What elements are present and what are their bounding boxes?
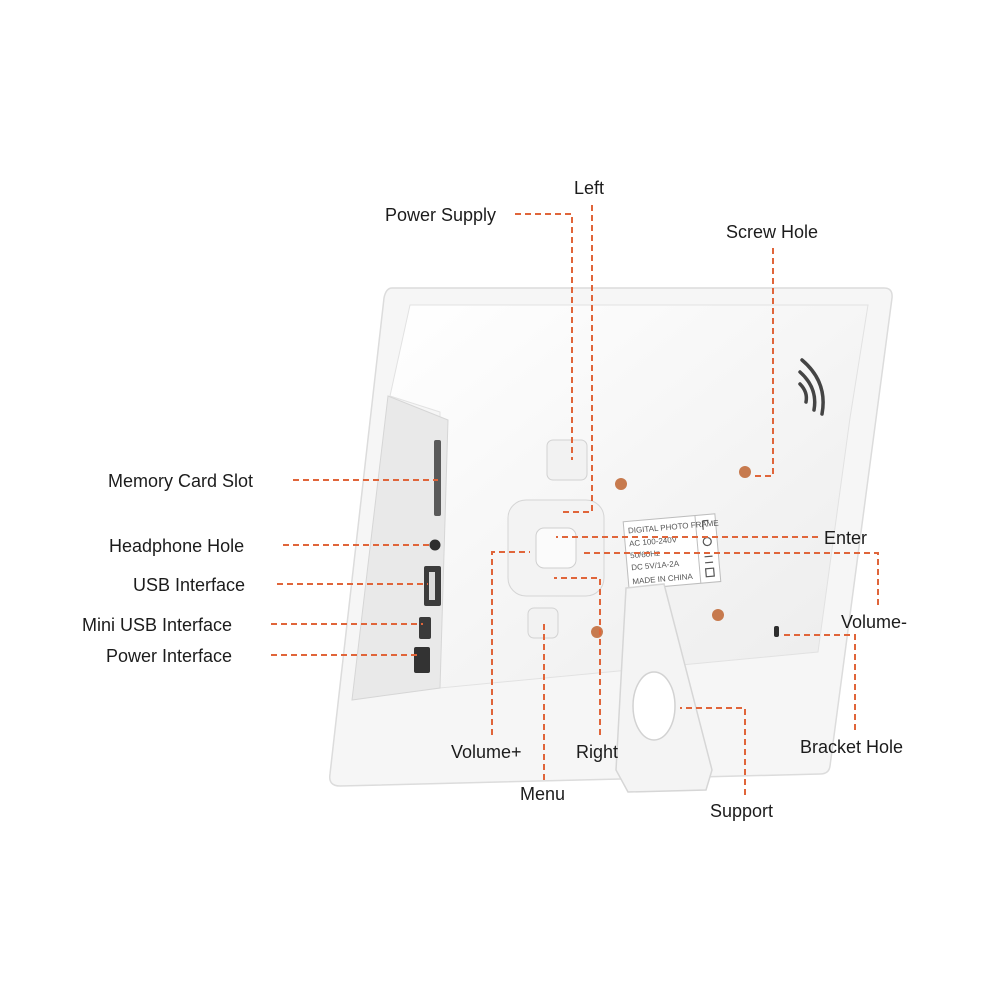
label-mini-usb-interface: Mini USB Interface xyxy=(82,615,233,635)
leader-screw-hole xyxy=(752,248,774,477)
leader-power-supply xyxy=(515,213,573,460)
leader-left xyxy=(560,205,593,513)
speaker-icon xyxy=(798,358,825,416)
leader-bracket-hole xyxy=(782,634,856,730)
headphone-hole[interactable] xyxy=(429,539,441,551)
label-volume-plus: Volume+ xyxy=(451,742,522,762)
plate-line-3: 50/60Hz xyxy=(630,549,660,561)
power-port[interactable] xyxy=(414,647,430,673)
label-usb-interface: USB Interface xyxy=(133,575,246,595)
label-volume-minus: Volume- xyxy=(841,612,908,632)
memory-card-slot[interactable] xyxy=(434,440,441,516)
menu-button[interactable] xyxy=(527,607,559,639)
label-right: Right xyxy=(576,742,619,762)
enter-button[interactable] xyxy=(535,527,577,569)
volume-minus-button[interactable] xyxy=(774,626,779,637)
label-enter: Enter xyxy=(824,528,868,548)
mini-usb-port[interactable] xyxy=(419,617,431,639)
label-screw-hole: Screw Hole xyxy=(726,222,819,242)
screw-hole xyxy=(615,478,627,490)
label-memory-card-slot: Memory Card Slot xyxy=(108,471,254,491)
label-power-supply: Power Supply xyxy=(385,205,497,225)
screw-hole xyxy=(739,466,751,478)
plate-line-2: AC 100-240V xyxy=(629,535,678,548)
leader-volume-plus xyxy=(491,551,530,735)
usb-port-tongue xyxy=(429,572,435,600)
label-bracket-hole: Bracket Hole xyxy=(800,737,904,757)
label-left: Left xyxy=(574,178,605,198)
bracket-hole-cutout xyxy=(632,671,676,741)
certification-icons xyxy=(701,519,715,578)
label-plate: DIGITAL PHOTO FRAME AC 100-240V 50/60Hz … xyxy=(622,513,722,591)
leader-support xyxy=(680,707,746,795)
label-menu: Menu xyxy=(520,784,566,804)
leader-right xyxy=(554,577,601,735)
leader-lines xyxy=(271,205,879,795)
label-headphone-hole: Headphone Hole xyxy=(109,536,245,556)
leader-volume-minus xyxy=(584,552,879,605)
label-power-interface: Power Interface xyxy=(106,646,233,666)
screw-hole xyxy=(591,626,603,638)
power-button[interactable] xyxy=(546,439,588,481)
screw-hole xyxy=(712,609,724,621)
plate-line-4: DC 5V/1A-2A xyxy=(631,559,680,572)
label-support: Support xyxy=(710,801,774,821)
